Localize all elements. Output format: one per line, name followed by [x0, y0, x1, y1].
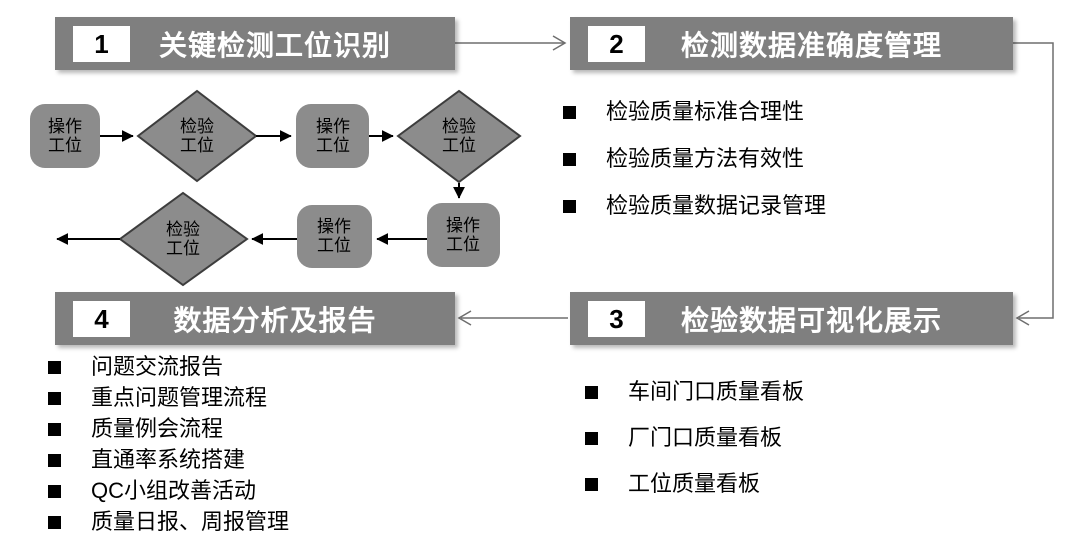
connector-2-to-3-arrowhead-icon [1015, 310, 1030, 326]
section-number-4: 4 [73, 301, 130, 337]
section-number-1: 1 [73, 26, 130, 62]
list-item: 问题交流报告 [48, 355, 289, 379]
bullet-square-icon [563, 106, 576, 119]
list-item: 重点问题管理流程 [48, 386, 289, 410]
section-header-4: 4 数据分析及报告 [55, 292, 455, 345]
section-header-1: 1 关键检测工位识别 [55, 17, 455, 70]
list-item: 检验质量标准合理性 [563, 100, 826, 124]
connector-3-to-4-arrowhead-icon [457, 310, 472, 326]
bullet-text: 问题交流报告 [91, 354, 224, 379]
bullet-text: 检验质量方法有效性 [606, 146, 805, 171]
list-item: 车间门口质量看板 [585, 380, 804, 404]
bullet-square-icon [48, 423, 61, 436]
section-title-1: 关键检测工位识别 [158, 29, 391, 61]
section-title-2: 检测数据准确度管理 [680, 29, 942, 61]
bullet-text: 厂门口质量看板 [628, 425, 783, 450]
list-item: 质量日报、周报管理 [48, 510, 289, 534]
list-item: 直通率系统搭建 [48, 448, 289, 472]
bullet-square-icon [563, 200, 576, 213]
bullet-text: 质量日报、周报管理 [91, 509, 290, 534]
bullet-text: 工位质量看板 [628, 471, 761, 496]
bullet-square-icon [585, 386, 598, 399]
decision-node-insp1 [136, 89, 258, 183]
bullet-square-icon [585, 478, 598, 491]
list-item: 检验质量数据记录管理 [563, 194, 826, 218]
section3-bullet-list: 车间门口质量看板 厂门口质量看板 工位质量看板 [585, 380, 804, 518]
section-number-2: 2 [588, 26, 645, 62]
decision-node-insp3 [118, 191, 249, 287]
bullet-text: 检验质量标准合理性 [606, 99, 805, 124]
section-title-3: 检验数据可视化展示 [680, 304, 942, 336]
bullet-square-icon [563, 153, 576, 166]
bullet-text: 检验质量数据记录管理 [606, 193, 827, 218]
bullet-text: 质量例会流程 [91, 416, 224, 441]
bullet-square-icon [48, 454, 61, 467]
list-item: QC小组改善活动 [48, 479, 289, 503]
connector-1-to-2-arrowhead-icon [552, 35, 567, 51]
list-item: 厂门口质量看板 [585, 426, 804, 450]
bullet-text: 重点问题管理流程 [91, 385, 268, 410]
bullet-square-icon [48, 485, 61, 498]
bullet-square-icon [48, 516, 61, 529]
process-node-op3 [427, 203, 500, 267]
section-title-4: 数据分析及报告 [173, 304, 377, 336]
bullet-text: 直通率系统搭建 [91, 447, 246, 472]
process-node-op2 [296, 104, 369, 168]
bullet-square-icon [48, 392, 61, 405]
list-item: 质量例会流程 [48, 417, 289, 441]
decision-node-insp2 [396, 89, 522, 184]
process-node-op4 [297, 205, 372, 268]
list-item: 检验质量方法有效性 [563, 147, 826, 171]
section-number-3: 3 [588, 301, 645, 337]
section2-bullet-list: 检验质量标准合理性 检验质量方法有效性 检验质量数据记录管理 [563, 100, 826, 241]
process-node-op1 [30, 104, 100, 168]
bullet-text: QC小组改善活动 [91, 478, 257, 503]
list-item: 工位质量看板 [585, 472, 804, 496]
section-header-3: 3 检验数据可视化展示 [570, 292, 1013, 345]
connector-2-to-3 [1013, 42, 1054, 319]
bullet-square-icon [585, 432, 598, 445]
section-header-2: 2 检测数据准确度管理 [570, 17, 1013, 70]
bullet-square-icon [48, 361, 61, 374]
bullet-text: 车间门口质量看板 [628, 379, 805, 404]
section4-bullet-list: 问题交流报告 重点问题管理流程 质量例会流程 直通率系统搭建 QC小组改善活动 … [48, 355, 289, 541]
